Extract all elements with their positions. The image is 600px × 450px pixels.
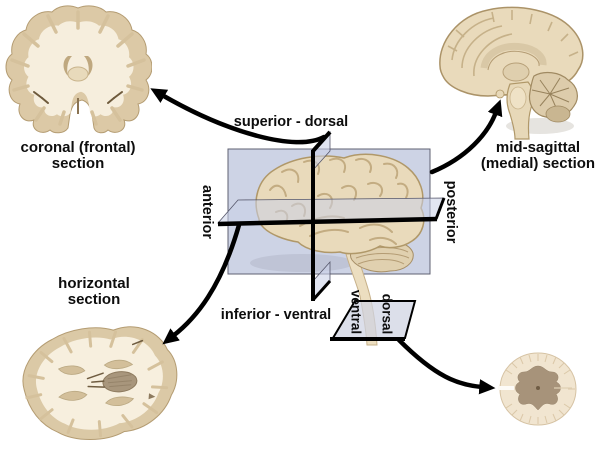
- coronal-line1: coronal (frontal): [20, 139, 136, 156]
- label-inferior-ventral: inferior - ventral: [220, 307, 332, 323]
- arrow-to-coronal-section: [150, 88, 327, 145]
- label-posterior: posterior: [443, 180, 459, 244]
- arrow-to-horizontal-section: [162, 222, 242, 345]
- label-dorsal: dorsal: [379, 293, 395, 335]
- horizontal-section-illustration: [22, 326, 178, 440]
- sulci-lines: [10, 10, 146, 126]
- radial-ticks: [501, 354, 575, 424]
- label-midsagittal-section: mid-sagittal (medial) section: [458, 140, 600, 172]
- horizontal-line1: horizontal: [58, 275, 130, 292]
- coronal-line2: section: [51, 155, 105, 172]
- coronal-plane: [311, 130, 332, 302]
- arrow-to-spinal-section: [396, 337, 496, 395]
- label-ventral: ventral: [348, 289, 364, 335]
- label-anterior: anterior: [199, 185, 215, 239]
- horizontal-plane: [217, 197, 446, 227]
- arrow-to-midsagittal-section: [429, 99, 503, 175]
- horizontal-line2: section: [67, 291, 121, 308]
- sulci-lines: [25, 330, 169, 438]
- midsagittal-section-illustration: [439, 6, 584, 140]
- central-dark-oval: [102, 371, 138, 393]
- label-horizontal-section: horizontal section: [24, 276, 164, 308]
- spinal-plane: [330, 300, 417, 341]
- midsagittal-line1: mid-sagittal: [495, 139, 581, 156]
- label-coronal-section: coronal (frontal) section: [0, 140, 156, 172]
- midsagittal-line2: (medial) section: [480, 155, 596, 172]
- gyri-texture: [447, 10, 579, 77]
- cerebellum: [528, 71, 578, 123]
- spinal-cord-section-illustration: [498, 352, 577, 426]
- label-superior-dorsal: superior - dorsal: [233, 114, 349, 130]
- coronal-section-illustration: [5, 5, 152, 134]
